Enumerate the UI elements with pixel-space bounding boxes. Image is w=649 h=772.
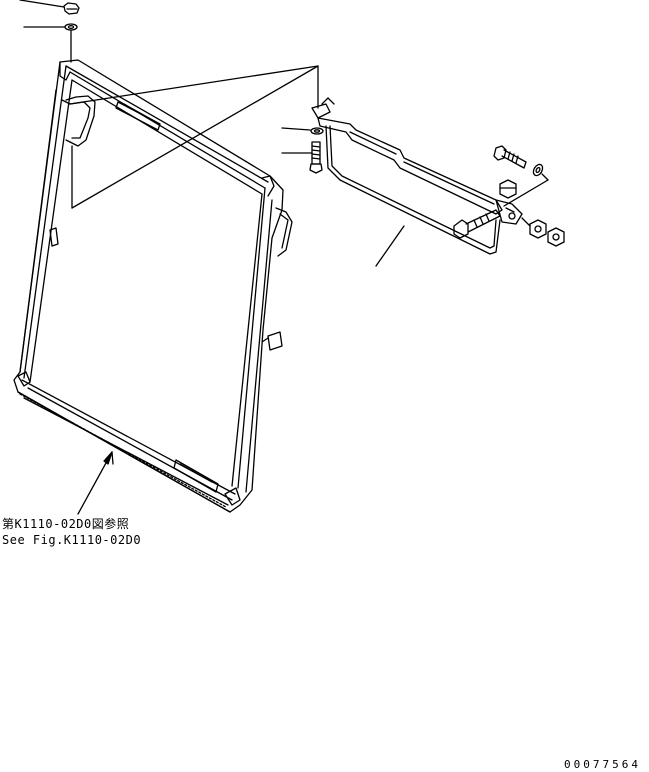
washer-bracket [282, 128, 323, 134]
window-frame [14, 60, 292, 512]
nut-hinge-right-2 [548, 228, 564, 246]
washer-top-right [504, 163, 548, 206]
drawing-number: 00077564 [564, 758, 641, 771]
nut-right-hinge [500, 180, 516, 198]
reference-label-japanese: 第K1110-02D0図参照 [2, 517, 130, 531]
bolt-top-right [494, 146, 526, 168]
nut-top-left [20, 0, 79, 14]
nut-hinge-right-1 [530, 220, 546, 238]
reference-label-english: See Fig.K1110-02D0 [2, 533, 142, 547]
washer-top-left [24, 24, 77, 62]
reference-arrow [78, 452, 113, 514]
leader-lines-frame [70, 66, 318, 208]
leader-stay-rod [376, 226, 404, 266]
bracket-assembly [312, 98, 522, 254]
bolt-hinge-left [454, 210, 500, 238]
bolt-bracket-vertical [282, 142, 322, 173]
